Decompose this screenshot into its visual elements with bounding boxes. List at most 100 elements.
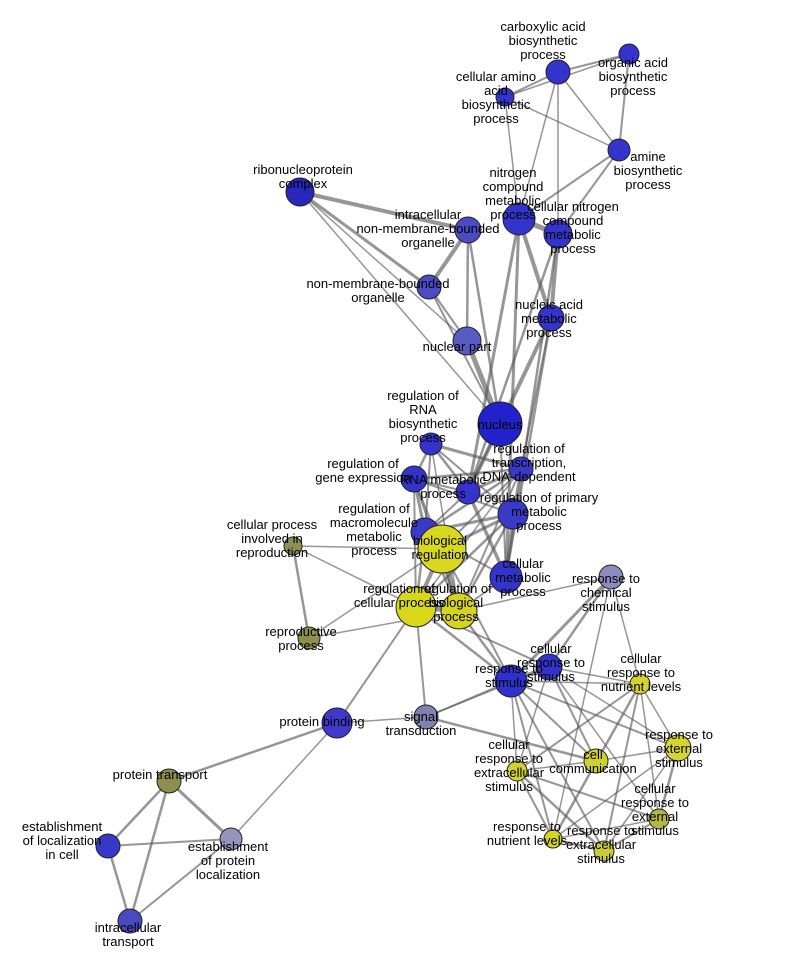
edge-protbind--regcellproc — [336, 606, 417, 724]
node-respchem[interactable]: response to chemical stimulus — [598, 564, 624, 590]
node-prottransport[interactable]: protein transport — [156, 768, 182, 794]
node-biolreg[interactable]: biological regulation — [417, 524, 467, 574]
node-regcellproc[interactable]: regulation of cellular process — [395, 586, 437, 628]
node-carbox[interactable]: carboxylic acid biosynthetic process — [545, 59, 571, 85]
node-nmb[interactable]: non-membrane-bounded organelle — [416, 274, 442, 300]
edge-cellrespnutr--cellrespextracell — [516, 683, 641, 772]
edge-ribo--intranmb — [299, 190, 469, 232]
node-cellnitrogen[interactable]: cellular nitrogen compound metabolic pro… — [543, 219, 573, 249]
edge-cellcomm--cellrespextracell — [516, 760, 597, 772]
edge-nucleus--ribo — [299, 191, 501, 425]
node-nucleus[interactable]: nucleus — [477, 401, 523, 447]
edge-respchem--regbioproc — [458, 576, 612, 612]
edge-prottransport--intratransport — [128, 780, 171, 922]
node-respnutr[interactable]: response to nutrient levels — [543, 829, 563, 849]
node-label-protbind: protein binding — [279, 714, 364, 729]
node-estloccell[interactable]: establishment of localization in cell — [95, 833, 121, 859]
edge-regprimary--regcellproc — [415, 513, 514, 608]
node-respstim[interactable]: response to stimulus — [494, 664, 528, 698]
node-reproproc[interactable]: reproductive process — [297, 626, 321, 650]
nodes-layer: carboxylic acid biosynthetic process orga… — [95, 43, 692, 934]
edge-respnutr--cellrespext — [552, 818, 660, 840]
edge-intranmb--nuclearpart — [465, 229, 470, 342]
edge-intranmb--nucleus — [466, 229, 502, 425]
node-nucleicacid[interactable]: nucleic acid metabolic process — [537, 304, 565, 332]
node-protbind[interactable]: protein binding — [321, 707, 353, 739]
node-amine[interactable]: amine biosynthetic process — [607, 138, 631, 162]
edge-reproproc--biolreg — [308, 548, 443, 639]
node-regprimary[interactable]: regulation of primary metabolic process — [497, 498, 529, 530]
node-regrnabio[interactable]: regulation of RNA biosynthetic process — [419, 432, 443, 456]
edge-protbind--prottransport — [168, 721, 338, 783]
node-signal[interactable]: signal transduction — [413, 704, 439, 730]
edge-intratransport--estprotloc — [129, 838, 232, 922]
node-intranmb[interactable]: intracellular non-membrane-bounded organ… — [454, 216, 482, 244]
edge-reggene--regtrans — [413, 467, 522, 481]
edge-regrnabio--regtrans — [430, 442, 522, 471]
node-reggene[interactable]: regulation of gene expression — [400, 465, 428, 493]
node-regbioproc[interactable]: regulation of biological process — [440, 592, 478, 630]
edge-respchem--respnutr — [552, 576, 612, 840]
edge-nitrogen--nucleicacid — [517, 218, 553, 319]
edge-cellrespstim--respext — [548, 666, 679, 749]
node-cellmetab[interactable]: cellular metabolic process — [489, 560, 523, 594]
edge-organic--amine — [618, 53, 630, 151]
node-nitrogen[interactable]: nitrogen compound metabolic process — [502, 202, 536, 236]
edge-cellrespnutr--cellrespext — [639, 683, 660, 820]
node-regtrans[interactable]: regulation of transcription, DNA-depende… — [508, 456, 534, 482]
node-respext[interactable]: response to external stimulus — [664, 734, 692, 762]
node-estprotloc[interactable]: establishment of protein localization — [219, 827, 243, 851]
node-label-prottransport: protein transport — [113, 767, 208, 782]
edge-reggene--regcellproc — [413, 478, 417, 608]
node-nuclearpart[interactable]: nuclear part — [452, 326, 482, 356]
edge-respstim--cellrespnutr — [510, 680, 641, 685]
node-cellprocrepro[interactable]: cellular process involved in reproductio… — [283, 536, 303, 556]
edge-cellrespnutr--respextracell — [603, 683, 641, 852]
edge-regprimary--regbioproc — [457, 513, 515, 612]
edge-respstim--respchem — [509, 575, 613, 683]
edge-cellrespstim--cellrespext — [548, 666, 660, 820]
node-cellrespext[interactable]: cellular response to external stimulus — [648, 808, 670, 830]
node-cellrespextracell[interactable]: cellular response to extracellular stimu… — [506, 760, 528, 782]
edge-respchem--cellrespnutr — [610, 576, 641, 685]
edge-cellprocrepro--regcellproc — [292, 545, 417, 608]
node-intratransport[interactable]: intracellular transport — [117, 908, 143, 934]
edge-cellrespstim--cellrespextracell — [516, 666, 550, 772]
edge-amine--cellnitrogen — [557, 149, 620, 235]
node-organic[interactable]: organic acid biosynthetic process — [618, 43, 640, 65]
edge-estloccell--intratransport — [106, 845, 132, 922]
edge-signal--cellrespstim — [425, 666, 550, 718]
node-rnametab[interactable]: RNA metabolic process — [455, 479, 481, 505]
edge-cellrespextracell--respextracell — [516, 770, 605, 852]
node-cellamino[interactable]: cellular amino acid biosynthetic process — [495, 87, 515, 107]
node-ribo[interactable]: ribonucleoprotein complex — [285, 177, 315, 207]
node-cellrespstim[interactable]: cellular response to stimulus — [535, 653, 563, 681]
edge-nucleus--cellmetab — [499, 423, 507, 578]
edge-cellcomm--signal — [425, 715, 597, 763]
edge-respstim--cellcomm — [510, 680, 597, 762]
node-cellrespnutr[interactable]: cellular response to nutrient levels — [629, 673, 651, 695]
node-cellcomm[interactable]: cell communication — [583, 748, 609, 774]
edge-ribo--nmb — [299, 190, 430, 289]
node-respextracell[interactable]: response to extracellular stimulus — [593, 840, 615, 862]
